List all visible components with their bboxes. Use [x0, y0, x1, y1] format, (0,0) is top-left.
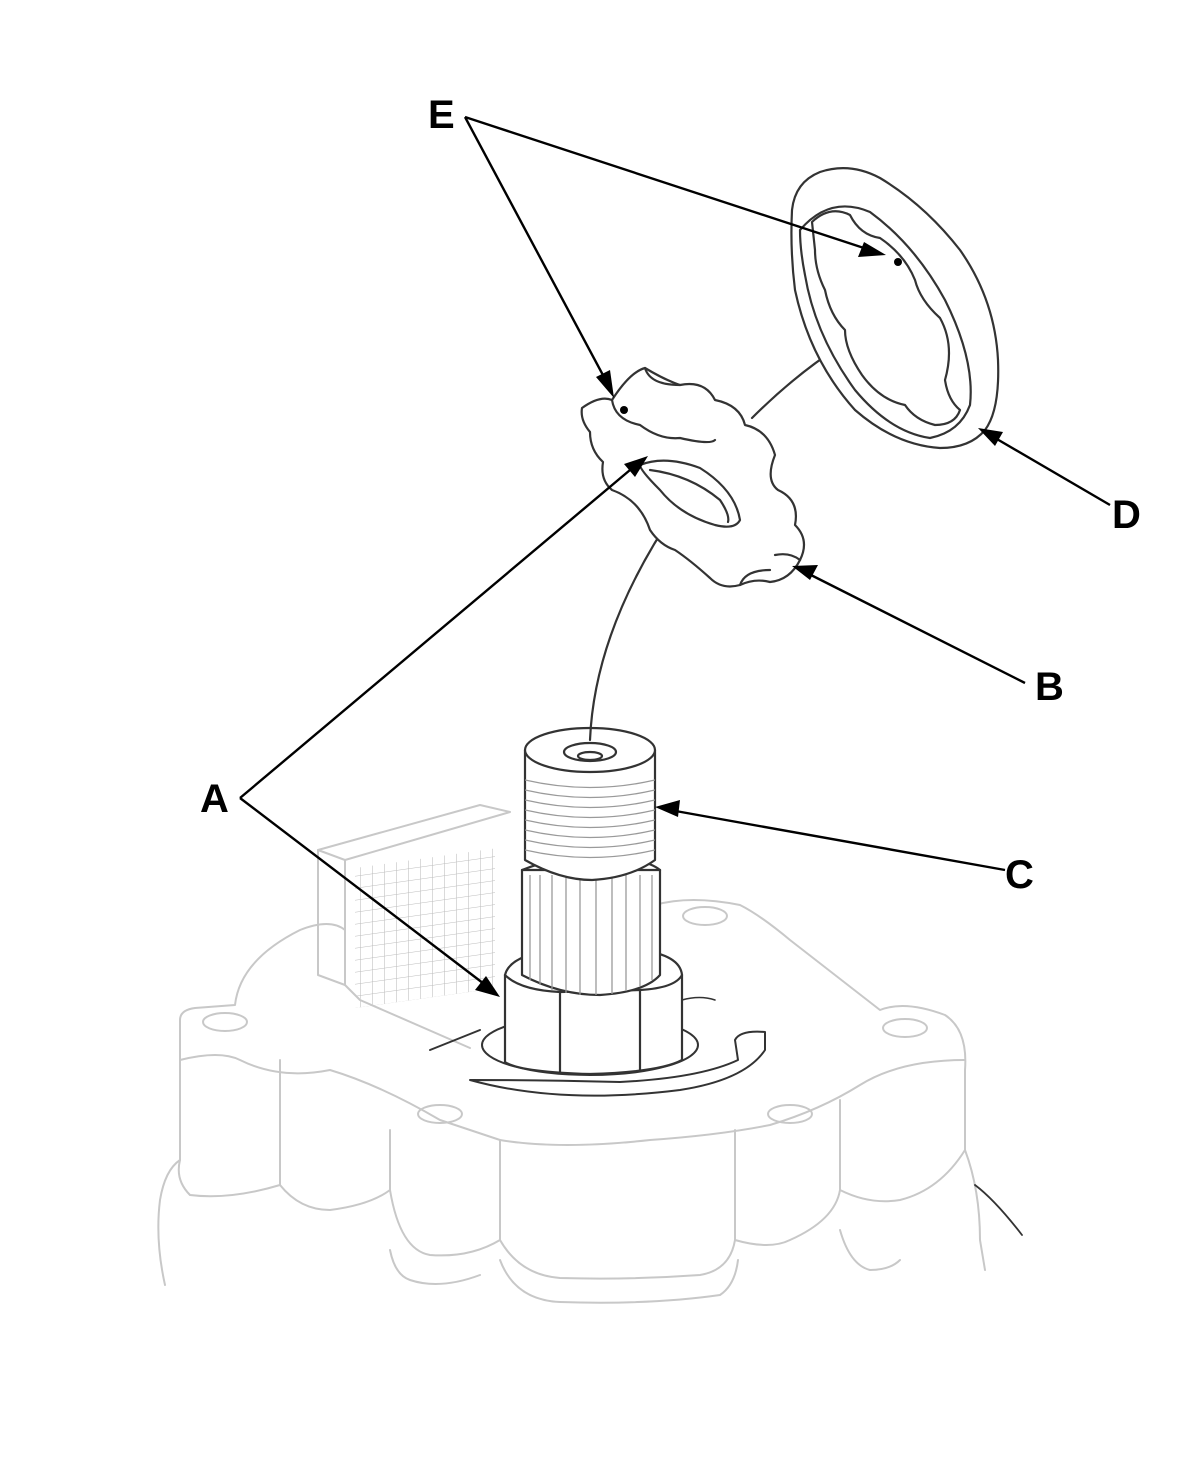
- callout-a: A: [200, 777, 229, 821]
- outer-rotor: [790, 167, 1000, 450]
- callout-b: B: [1035, 665, 1064, 709]
- leader-e: [463, 115, 886, 398]
- callout-e: E: [428, 93, 455, 137]
- leader-b: [792, 565, 1026, 685]
- callout-c: C: [1005, 853, 1034, 897]
- pump-housing: [157, 804, 1023, 1304]
- leader-d: [978, 428, 1111, 507]
- drive-shaft: [503, 726, 684, 1076]
- callout-d: D: [1112, 493, 1141, 537]
- leader-c: [655, 800, 1006, 872]
- leader-a: [239, 456, 648, 997]
- inner-rotor: [580, 366, 806, 588]
